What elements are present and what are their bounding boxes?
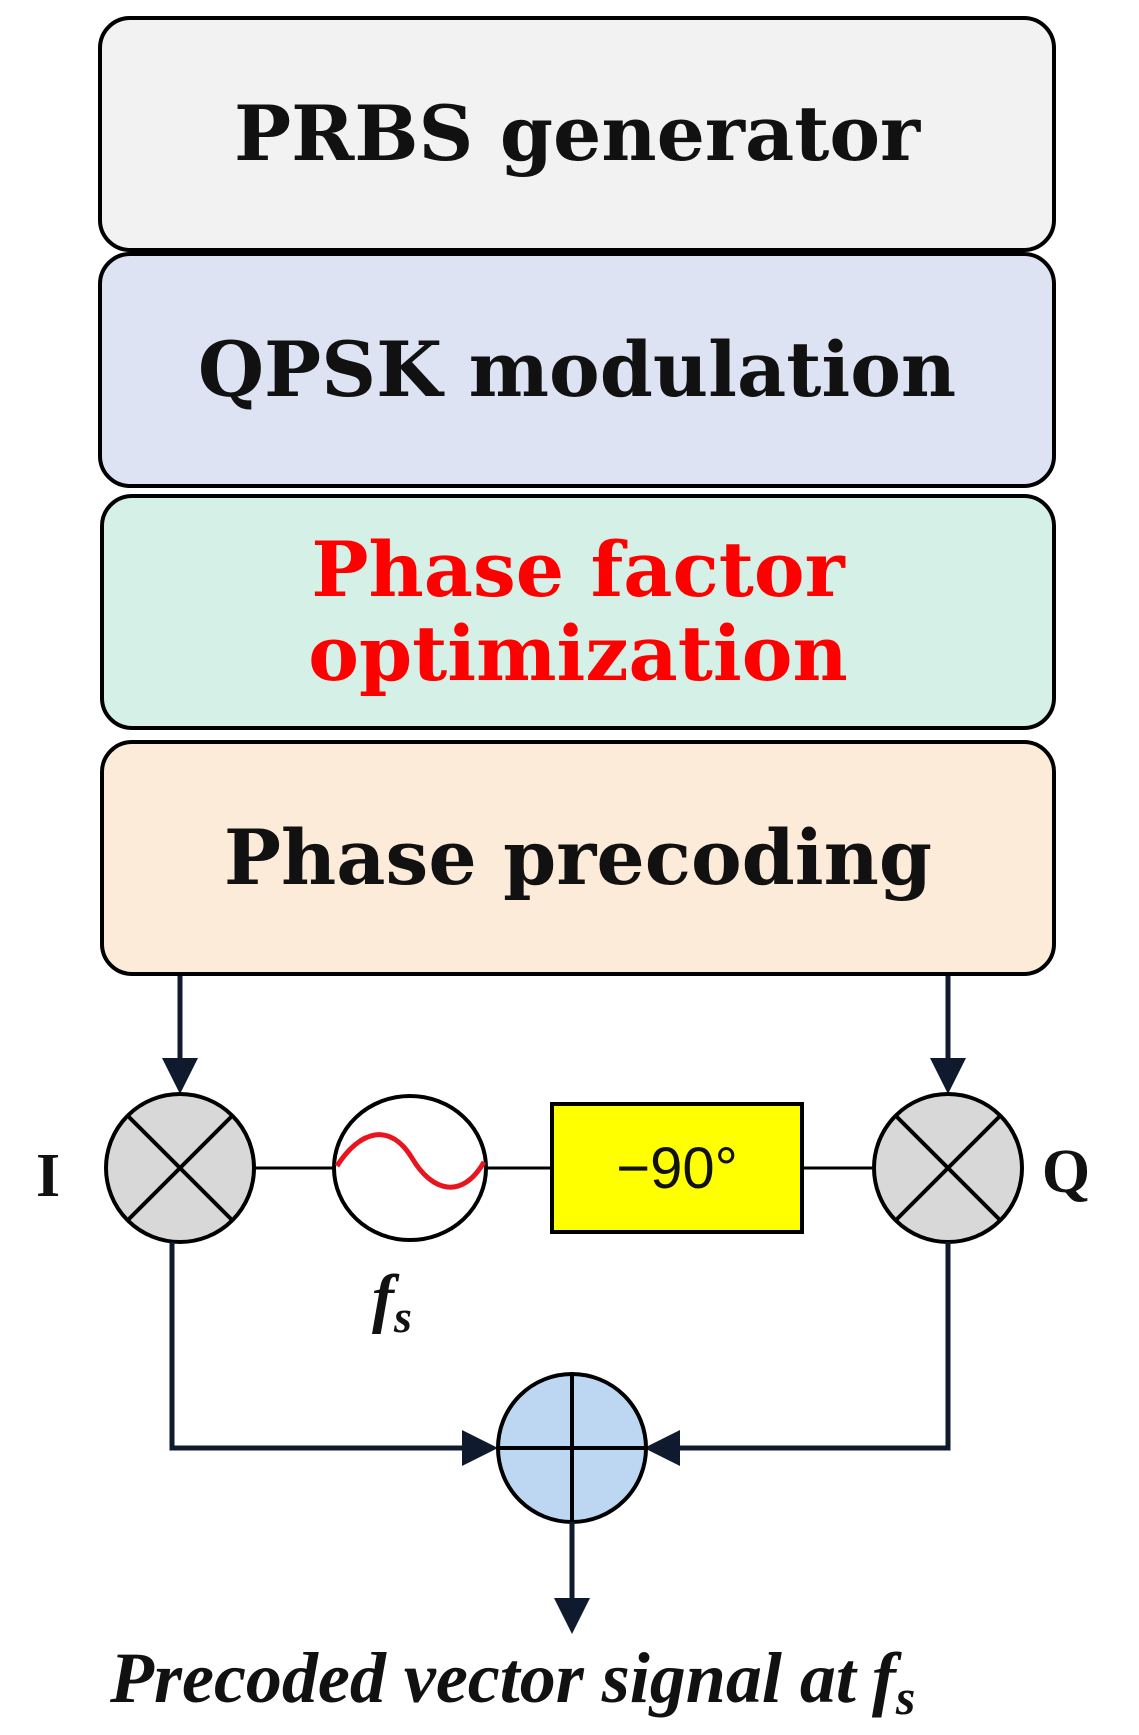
adder-icon (496, 1372, 648, 1524)
arrow-to-q-mixer (930, 976, 966, 1094)
arrow-output (554, 1522, 590, 1634)
output-label-text: Precoded vector signal at (109, 1638, 858, 1718)
oscillator-icon (332, 1094, 488, 1242)
phase-factor-label-line1: Phase factor (311, 525, 845, 615)
phase-factor-optimization-block: Phase factor optimization (100, 494, 1056, 730)
phase-precoding-label: Phase precoding (223, 813, 933, 903)
arrow-i-to-adder (169, 1242, 498, 1466)
phase-factor-label-line2: optimization (308, 609, 848, 698)
phase-precoding-block: Phase precoding (100, 740, 1056, 976)
qpsk-modulation-label: QPSK modulation (197, 325, 957, 415)
oscillator-sub: s (393, 1291, 412, 1342)
arrow-q-to-adder (644, 1242, 951, 1466)
prbs-generator-block: PRBS generator (98, 16, 1056, 252)
q-branch-label: Q (1042, 1138, 1090, 1206)
oscillator-frequency-label: fs (372, 1262, 412, 1342)
qpsk-modulation-block: QPSK modulation (98, 252, 1056, 488)
prbs-generator-label: PRBS generator (233, 89, 921, 179)
output-sub: s (895, 1669, 915, 1725)
i-branch-label: I (36, 1142, 60, 1210)
q-mixer-icon (872, 1092, 1024, 1244)
phase-shifter-label: −90° (616, 1136, 738, 1201)
arrow-to-i-mixer (162, 976, 198, 1094)
i-mixer-icon (104, 1092, 256, 1244)
phase-shifter-block: −90° (550, 1102, 804, 1234)
